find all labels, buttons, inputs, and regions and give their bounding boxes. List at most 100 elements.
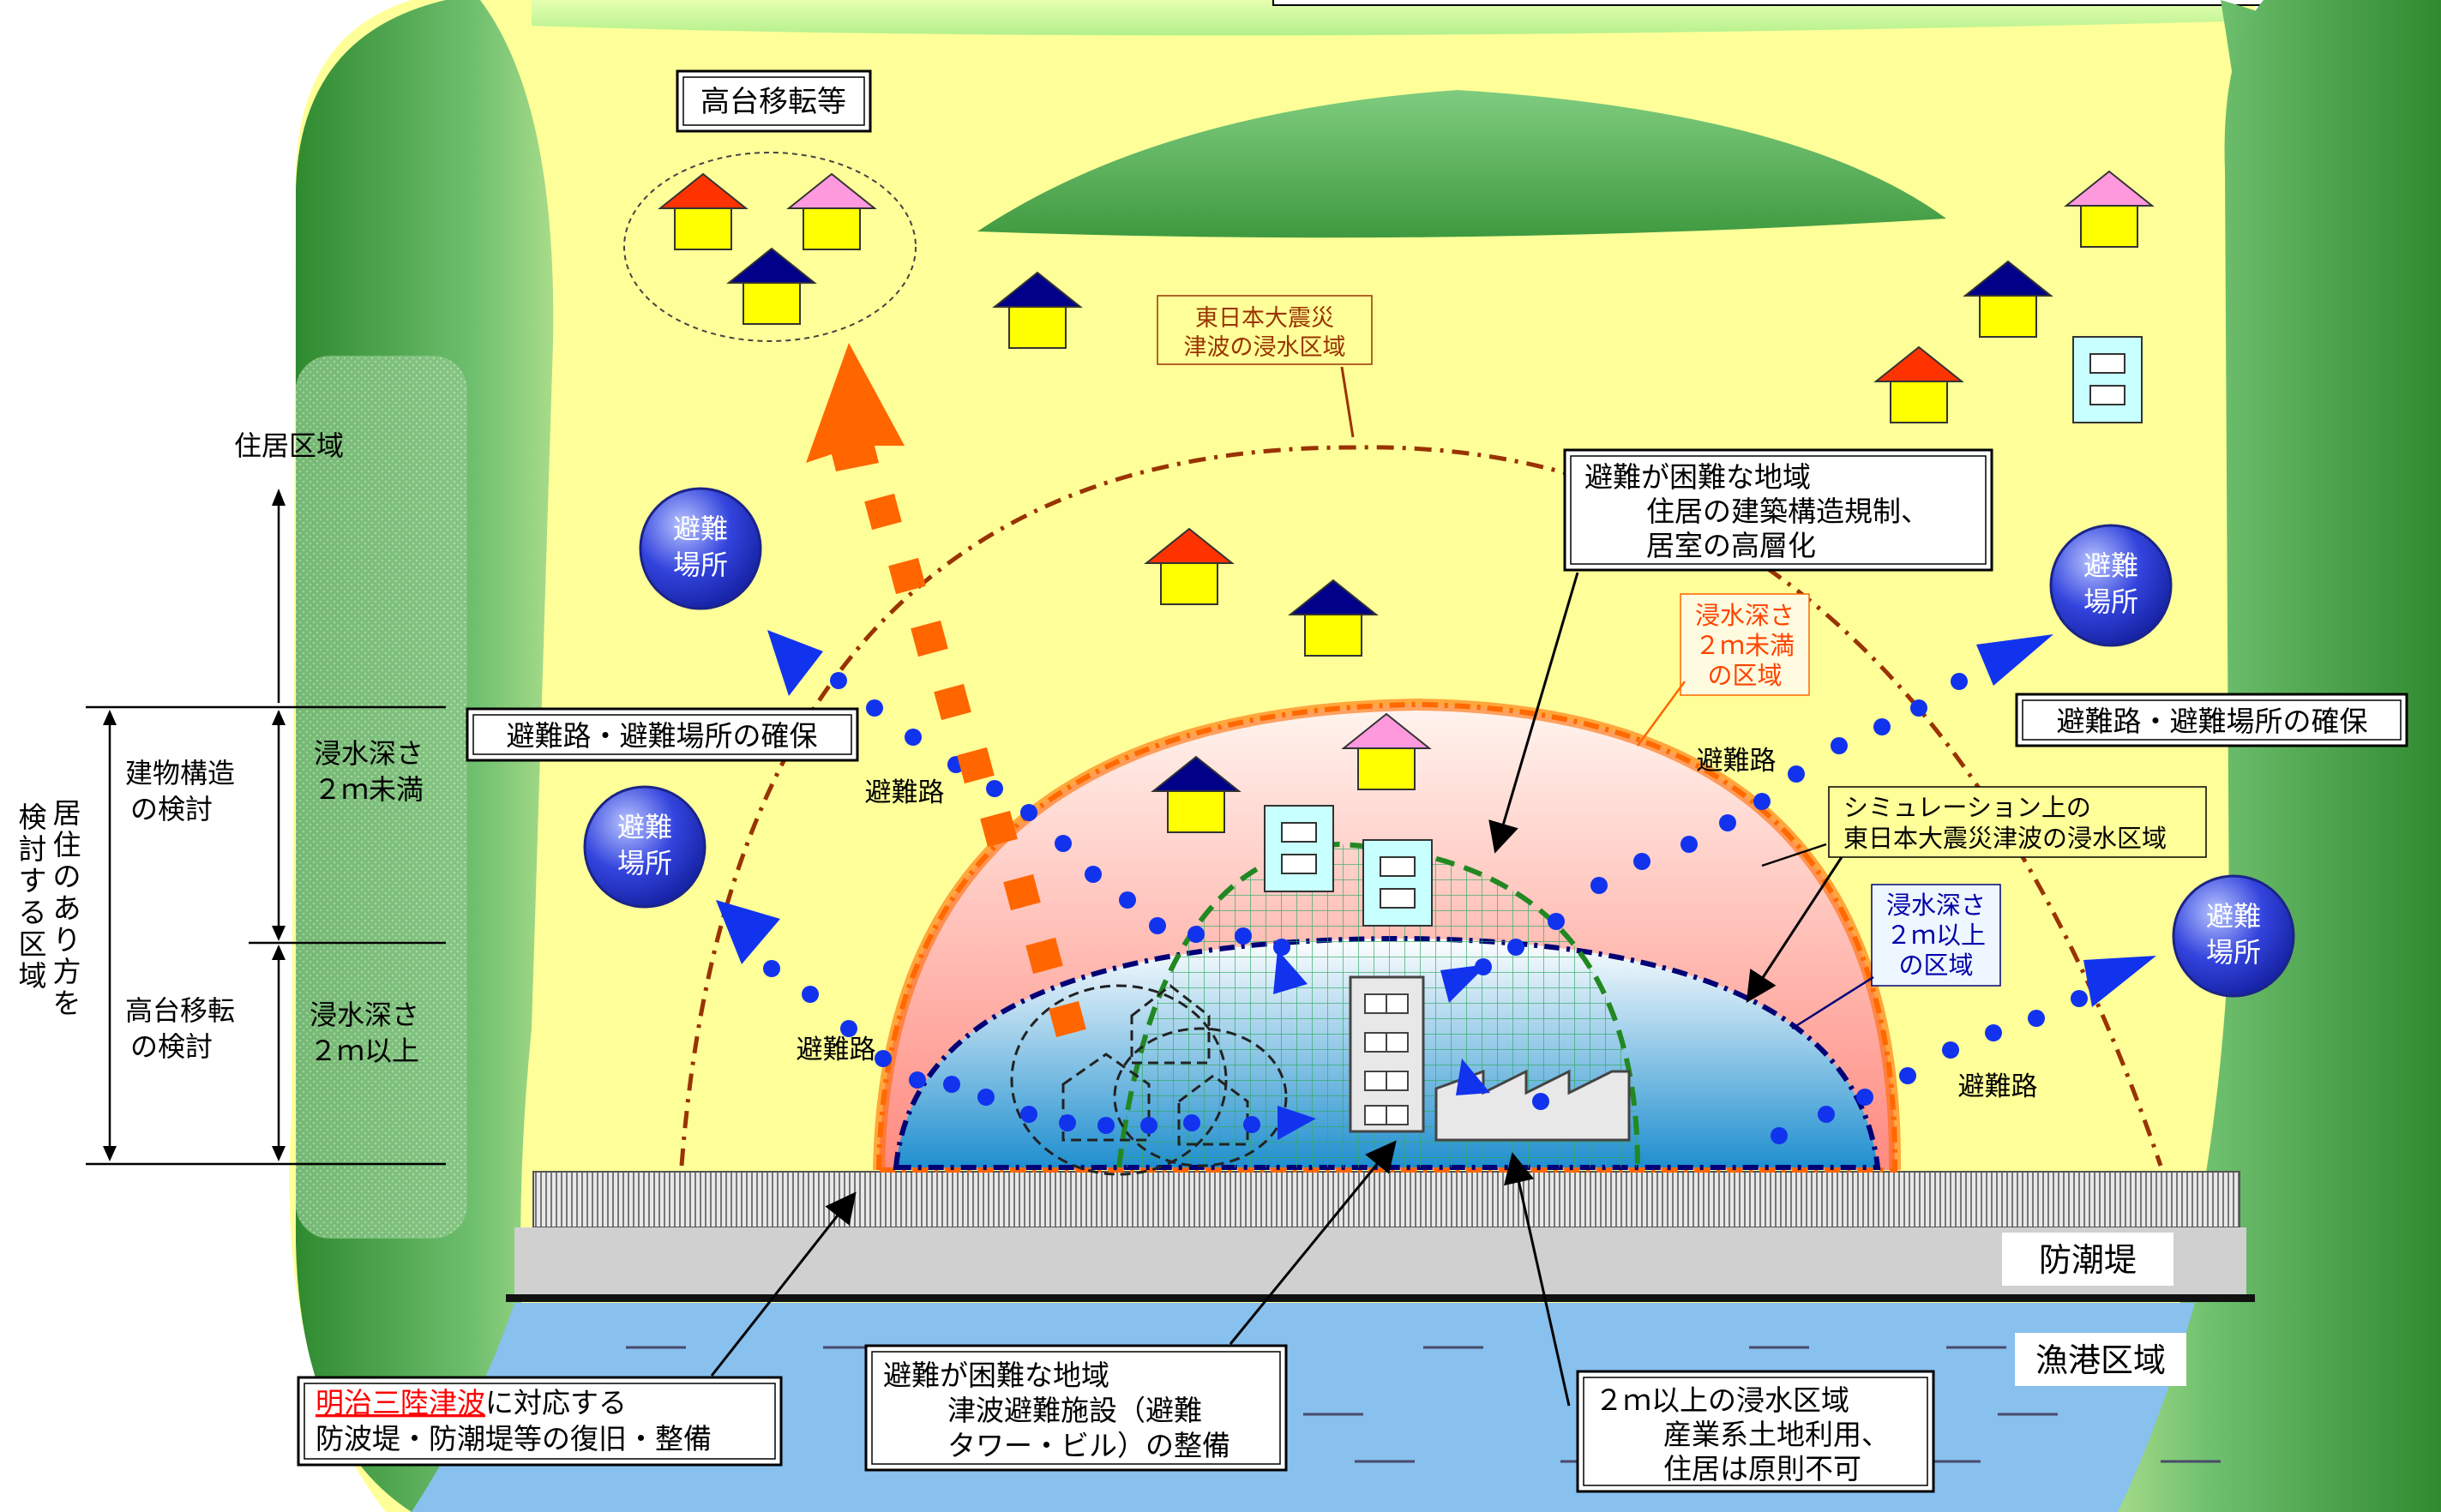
house-icon <box>1144 527 1235 605</box>
svg-text:検: 検 <box>19 801 47 834</box>
seawall-hatched <box>532 1171 2240 1228</box>
svg-text:る: る <box>19 896 47 929</box>
factory <box>1434 1069 1631 1142</box>
svg-text:域: 域 <box>19 959 47 993</box>
svg-text:す: す <box>19 864 47 897</box>
higashi-label-1: 東日本大震災 <box>1195 305 1334 332</box>
over-2m-label-1: 浸水深さ <box>1886 891 1986 920</box>
residential-band <box>296 356 467 1239</box>
scale-relocation-2: の検討 <box>130 1030 213 1063</box>
scale-depth-under-2: ２ｍ未満 <box>314 773 424 806</box>
relocation-label: 高台移転等 <box>700 85 846 119</box>
top-legend-box <box>1272 0 2267 6</box>
shelter-icon: 避難 場所 <box>583 785 706 909</box>
hard-area-box <box>1563 448 1993 572</box>
meiji-line1: 明治三陸津波に対応する <box>316 1386 627 1419</box>
house-icon <box>992 271 1083 349</box>
route-label: 避難路 <box>797 1035 876 1065</box>
scale-depth-over-1: 浸水深さ <box>310 999 419 1031</box>
shelter-icon: 避難 場所 <box>2172 874 2295 998</box>
over-2m-box <box>1576 1370 1935 1493</box>
seawall-label: 防潮堤 <box>2039 1241 2137 1279</box>
house-icon <box>1151 755 1242 833</box>
shelter-icon: 避難 場所 <box>639 487 762 610</box>
top-hill <box>532 0 2229 36</box>
svg-text:区: 区 <box>19 927 47 961</box>
higashi-label-2: 津波の浸水区域 <box>1184 334 1346 361</box>
fishing-port-label: 漁港区域 <box>2035 1341 2166 1379</box>
svg-text:場所: 場所 <box>2083 585 2138 618</box>
under-2m-label-3: の区域 <box>1707 661 1782 690</box>
fishing-port-label-box <box>2015 1333 2186 1386</box>
svg-text:住: 住 <box>53 828 81 861</box>
simulation-label-1: シミュレーション上の <box>1843 793 2091 822</box>
higashi-inundation-line <box>679 445 2163 1167</box>
svg-text:場所: 場所 <box>673 549 728 581</box>
route-secure-right: 避難路・避難場所の確保 <box>2057 705 2368 738</box>
under-2m-label-1: 浸水深さ <box>1695 601 1795 630</box>
svg-text:避難: 避難 <box>617 811 672 843</box>
central-mound <box>977 90 1946 238</box>
scale-depth-under-1: 浸水深さ <box>314 737 424 770</box>
route-label: 避難路 <box>1958 1071 2038 1102</box>
seawall-label-box <box>2002 1233 2173 1286</box>
left-scale <box>86 501 446 1166</box>
meiji-box <box>297 1376 783 1467</box>
route-secure-box-left <box>466 707 859 762</box>
tower-line2: 津波避難施設（避難 <box>947 1394 1202 1427</box>
seawall-body <box>514 1227 2246 1298</box>
house-icon <box>1873 345 1964 423</box>
house-icon <box>658 172 749 250</box>
relocation-label-box <box>676 69 872 133</box>
house-icon <box>1288 579 1379 657</box>
svg-text:を: を <box>53 987 81 1020</box>
under-2m-zone-fill-edge <box>873 698 1902 1171</box>
hard-area-line3: 居室の高層化 <box>1646 529 1816 562</box>
over-2m-box-line2: 産業系土地利用、 <box>1663 1418 1890 1451</box>
scale-relocation-1: 高台移転 <box>125 994 235 1027</box>
evac-route-dots <box>763 672 2088 1144</box>
svg-text:避難: 避難 <box>673 513 728 545</box>
vertical-label: 居 住 の あ り 方 を 検 討 す る 区 域 <box>19 796 81 1020</box>
left-hill-shape <box>0 0 412 1512</box>
higashi-label-box <box>1157 295 1373 365</box>
relocation-arrow <box>806 343 1086 1038</box>
route-secure-box-right <box>2015 693 2408 747</box>
over-2m-box-title: ２ｍ以上の浸水区域 <box>1595 1383 1849 1417</box>
seawall-edge <box>506 1294 2255 1302</box>
svg-text:り: り <box>53 923 81 957</box>
scale-structure-1: 建物構造 <box>125 757 235 789</box>
house-icon <box>2064 170 2155 248</box>
scale-depth-over-2: ２ｍ以上 <box>310 1035 419 1067</box>
over-2m-box-line3: 住居は原則不可 <box>1663 1452 1861 1485</box>
over-2m-label-2: ２ｍ以上 <box>1886 921 1986 950</box>
svg-text:方: 方 <box>53 955 81 988</box>
scale-residential: 住居区域 <box>234 429 344 462</box>
svg-text:討: 討 <box>19 832 47 866</box>
svg-text:あ: あ <box>53 891 81 925</box>
route-secure-left: 避難路・避難場所の確保 <box>507 719 818 753</box>
over-2m-label-3: の区域 <box>1898 951 1973 980</box>
scale-structure-2: の検討 <box>130 793 213 825</box>
house-icon <box>726 247 817 325</box>
svg-text:の: の <box>53 860 81 893</box>
evac-route-arrowheads <box>716 630 2156 1140</box>
over-2m-label-box <box>1871 884 2001 987</box>
svg-text:避難: 避難 <box>2206 900 2261 933</box>
meiji-line2: 防波堤・防潮堤等の復旧・整備 <box>316 1422 712 1455</box>
simulation-label-box <box>1828 786 2207 858</box>
under-2m-label-box <box>1680 593 1810 696</box>
house-icon <box>1341 712 1432 790</box>
tower-box <box>864 1344 1288 1472</box>
route-label: 避難路 <box>865 777 945 808</box>
scale-arrowheads <box>103 489 286 1161</box>
svg-text:場所: 場所 <box>2206 936 2261 969</box>
house-icon <box>1963 260 2053 338</box>
svg-text:場所: 場所 <box>617 847 672 879</box>
tower-line3: タワー・ビル）の整備 <box>947 1429 1230 1462</box>
hard-area-title: 避難が困難な地域 <box>1584 460 1811 494</box>
hard-area-line2: 住居の建築構造規制、 <box>1646 495 1929 528</box>
relocated-houses-outline <box>1010 984 1288 1176</box>
route-label: 避難路 <box>1697 746 1777 777</box>
